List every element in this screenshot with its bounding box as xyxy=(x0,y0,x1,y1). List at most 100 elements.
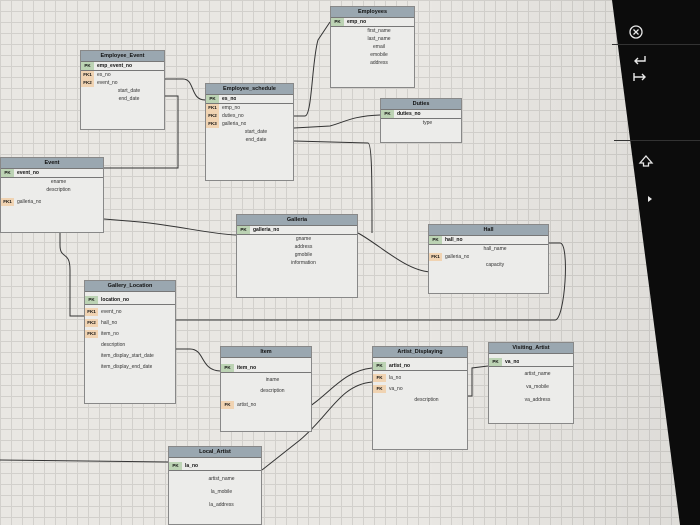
return-icon[interactable] xyxy=(618,54,662,72)
fk-label: FK1 xyxy=(1,198,14,206)
entity-title: Employee_schedule xyxy=(206,84,293,95)
fk-label: FK xyxy=(373,385,386,393)
fk-label: FK2 xyxy=(81,79,94,87)
rel-event-galleria xyxy=(103,218,237,236)
attr: last_name xyxy=(367,36,391,42)
fk-attr: la_no xyxy=(389,375,402,381)
rel-schedule-employees xyxy=(294,21,331,117)
fk-attr: galleria_no xyxy=(222,121,247,127)
attr: hall_name xyxy=(483,246,507,252)
fk-label: FK1 xyxy=(206,104,219,112)
attr: type xyxy=(422,120,433,126)
forward-icon[interactable] xyxy=(618,70,662,88)
pk-attr: galleria_no xyxy=(253,227,280,233)
fk-attr: event_no xyxy=(97,80,118,86)
attr: la_mobile xyxy=(210,489,233,495)
attr: end_date xyxy=(118,96,140,102)
entity-title: Employee_Event xyxy=(81,51,164,62)
entity-title: Artist_Displaying xyxy=(373,347,467,358)
attr: start_date xyxy=(117,88,141,94)
pk-attr: duties_no xyxy=(397,111,421,117)
pk-attr: artist_no xyxy=(389,363,411,369)
pk-label: PK xyxy=(206,95,219,103)
fk-label: FK xyxy=(373,374,386,382)
pk-attr: la_no xyxy=(185,463,199,469)
pk-label: PK xyxy=(237,226,250,234)
rel-hall-location xyxy=(176,242,566,321)
pk-attr: es_no xyxy=(222,96,237,102)
fk-attr: galleria_no xyxy=(445,254,470,260)
touch-bar-divider xyxy=(612,44,700,45)
rel-schedule-galleria xyxy=(293,140,373,234)
entity-title: Gallery_Location xyxy=(85,281,175,292)
fk-attr: duties_no xyxy=(222,113,244,119)
attr: la_address xyxy=(209,502,234,508)
attr: va_address xyxy=(524,397,551,403)
pk-label: PK xyxy=(381,110,394,118)
entity-title: Hall xyxy=(429,225,548,236)
entity-title: Event xyxy=(1,158,103,169)
fk-label: FK3 xyxy=(85,330,98,338)
entity-title: Galleria xyxy=(237,215,357,226)
fk-label: FK1 xyxy=(85,308,98,316)
pk-attr: item_no xyxy=(237,365,257,371)
attr: description xyxy=(260,388,285,394)
fk-attr: emp_no xyxy=(222,105,241,111)
attr: email xyxy=(373,44,385,50)
rel-galleria-hall xyxy=(357,232,431,273)
attr: artist_name xyxy=(208,476,235,482)
pk-label: PK xyxy=(81,62,94,70)
fk-label: FK2 xyxy=(85,319,98,327)
rel-event-schedule xyxy=(165,78,206,101)
attr: item_display_start_date xyxy=(101,353,154,359)
pk-label: PK xyxy=(429,236,442,244)
fk-label: FK1 xyxy=(81,71,94,79)
attr: address xyxy=(370,60,388,66)
touch-bar-divider xyxy=(614,140,700,141)
attr: gmobile xyxy=(294,252,313,258)
pk-label: PK xyxy=(85,296,98,304)
rel-event-location xyxy=(59,225,84,317)
entity-title: Employees xyxy=(331,7,414,18)
fk-attr: item_no xyxy=(101,331,119,337)
play-right-icon[interactable] xyxy=(628,192,672,208)
pk-label: PK xyxy=(373,362,386,370)
attr: artist_name xyxy=(524,371,551,377)
attr: emobile xyxy=(370,52,388,58)
entity-title: Item xyxy=(221,347,311,358)
entity-title: Visiting_Artist xyxy=(489,343,573,354)
entity-title: Duties xyxy=(381,99,461,110)
close-circle-icon[interactable] xyxy=(614,24,658,44)
up-arrow-icon[interactable] xyxy=(624,154,668,172)
attr: va_mobile xyxy=(526,384,549,390)
fk-attr: galleria_no xyxy=(17,199,42,205)
rel-local-offscreen xyxy=(0,459,169,463)
attr: end_date xyxy=(245,137,267,143)
attr: information xyxy=(291,260,316,266)
attr: first_name xyxy=(367,28,391,34)
attr: gname xyxy=(295,236,312,242)
pk-attr: emp_event_no xyxy=(97,63,133,69)
rel-eventtbl-employeeevent xyxy=(104,95,179,169)
entity-title: Local_Artist xyxy=(169,447,261,458)
rel-item-location xyxy=(176,348,221,372)
attr: address xyxy=(294,244,313,250)
fk-attr: artist_no xyxy=(237,402,257,408)
attr: item_display_end_date xyxy=(101,364,153,370)
pk-attr: hall_no xyxy=(445,237,463,243)
fk-attr: hall_no xyxy=(101,320,118,326)
attr: description xyxy=(101,342,126,348)
